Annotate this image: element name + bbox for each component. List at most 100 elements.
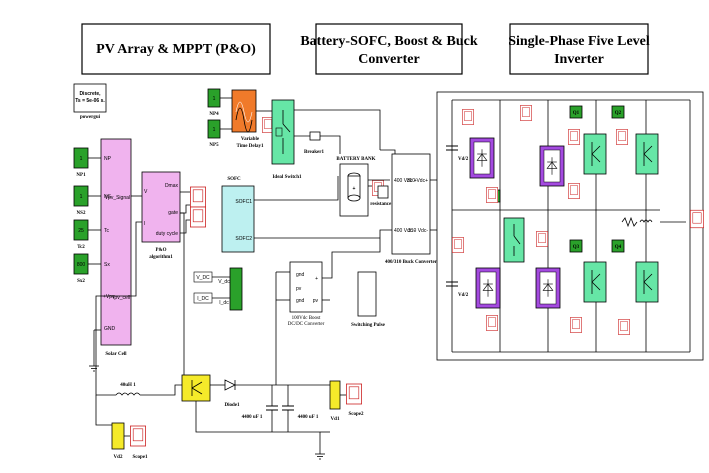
solar-cell-block[interactable]: NP NS Tc Sx +Vpv GND Vpv_Signal Ipv_cell… [100,138,132,357]
svg-text:NP5: NP5 [209,143,219,148]
svg-text:800: 800 [77,262,86,268]
po-algorithm-block[interactable]: V I Dmax gate duty cycle P&O algorithm1 [141,171,181,260]
diode-block-top-left[interactable] [469,137,495,179]
scope-icon[interactable] [190,206,206,228]
sofc-title: SOFC [227,177,241,182]
resistance-block[interactable]: resistance1 [370,185,394,207]
boost-switch-block[interactable] [181,374,211,402]
svg-text:Ideal Switch1: Ideal Switch1 [272,175,302,180]
scope-icon[interactable] [618,319,630,335]
capacitor-1[interactable]: 4400 uF 1 [242,385,278,432]
ideal-switch-block[interactable]: Ideal Switch1 [271,99,302,180]
scope1[interactable]: Scope1 [130,425,149,460]
svg-text:Sx: Sx [104,262,110,268]
constant-ns2[interactable]: 1 NS2 [73,185,89,216]
svg-text:algorithm1: algorithm1 [149,255,173,260]
battery-bank-block[interactable]: + [339,163,369,217]
scope-icon[interactable] [486,187,498,203]
igbt-q2[interactable] [635,133,659,175]
scope-icon[interactable] [520,105,532,121]
i-dc-goto[interactable]: I_DC [193,292,213,304]
svg-text:I_dc: I_dc [219,300,229,306]
switch-q2-gate[interactable]: Q2 [611,105,625,119]
pv-title: PV Array & MPPT (P&O) [96,42,256,57]
constant-np1[interactable]: 1 NP1 [73,147,89,178]
svg-text:V_DC: V_DC [196,275,210,281]
capacitor-2[interactable]: 4400 uF 1 [282,385,319,432]
diode-block-bottom-right[interactable] [535,267,561,309]
switch-q1-gate[interactable]: Q1 [569,105,583,119]
switch-q5-block[interactable] [503,217,525,263]
boost-converter-block[interactable]: gnd pv + gnd pv 100Vdc Boost DC/DC Conve… [288,261,325,327]
svg-text:1: 1 [213,96,216,102]
constant-np4[interactable]: 1 NP4 [207,88,221,117]
svg-text:Vd/2: Vd/2 [458,157,469,162]
svg-text:+Vpv: +Vpv [103,294,115,300]
scope2[interactable]: Scope2 [346,383,365,417]
diode-block-top-right[interactable] [539,145,565,187]
powergui-line2: Ts = 5e-06 s. [75,98,105,104]
inverter-title-box: Single-Phase Five Level Inverter [508,23,650,75]
scope-icon[interactable] [568,183,580,199]
svg-text:1: 1 [213,127,216,133]
svg-text:NP4: NP4 [209,112,219,117]
svg-text:NS2: NS2 [77,211,86,216]
inductor-40uh[interactable]: 40uH 1 [115,383,141,396]
igbt-q3[interactable] [583,261,607,303]
svg-text:40uH 1: 40uH 1 [120,383,136,388]
svg-text:+: + [353,186,356,192]
svg-text:duty cycle: duty cycle [156,231,178,237]
svg-text:310 Vdc+: 310 Vdc+ [407,178,428,184]
buck-converter-block[interactable]: 400 Vdc + 310 Vdc+ 400 Vdc - 310 Vdc- 40… [385,153,438,265]
vd2-block[interactable]: Vd2 [111,422,125,460]
ground-icon [88,362,100,372]
vdc-mux-block[interactable]: V_dc I_dc [218,267,243,311]
scope-icon[interactable] [570,317,582,333]
switching-pulse-block[interactable]: Switching Pulse [351,271,386,328]
diode-block-bottom-left[interactable] [475,267,501,309]
v-dc-goto[interactable]: V_DC [193,271,213,283]
diode-icon: Diode1 [225,379,240,408]
svg-text:100Vdc Boost: 100Vdc Boost [292,316,321,321]
constant-np5[interactable]: 1 NP5 [207,119,221,148]
variable-time-delay-block[interactable]: Variable Time Delay1 [231,89,264,149]
svg-text:resistance1: resistance1 [370,202,394,207]
svg-text:SOFC1: SOFC1 [235,199,252,205]
scope-icon[interactable] [486,315,498,331]
svg-text:Ipv_cell: Ipv_cell [113,295,130,301]
scope-icon[interactable] [190,186,206,208]
svg-text:NP: NP [104,156,112,162]
svg-text:pv: pv [296,286,302,292]
powergui-block[interactable]: Discrete, Ts = 5e-06 s. powergui [73,83,107,120]
svg-text:NP1: NP1 [76,173,86,178]
svg-text:Scope2: Scope2 [349,412,365,417]
vd2-bottom-source[interactable]: Vd/2 [446,281,469,298]
igbt-q4[interactable] [635,261,659,303]
svg-text:Vpv_Signal: Vpv_Signal [105,195,130,201]
svg-text:400 Vdc -: 400 Vdc - [394,228,416,234]
switch-q4-gate[interactable]: Q4 [611,239,625,253]
scope-icon[interactable] [452,237,464,253]
scope-icon[interactable] [536,231,548,247]
vd1-block[interactable]: Vd1 [329,380,341,422]
constant-tc2[interactable]: 25 Tc2 [73,219,89,250]
constant-sx2[interactable]: 800 Sx2 [73,253,89,284]
svg-text:Tc: Tc [104,228,110,234]
switch-q3-gate[interactable]: Q3 [569,239,583,253]
scope-icon[interactable] [568,129,580,145]
breaker-block[interactable]: Breaker1 [304,131,324,155]
vd2-top-source[interactable]: Vd/2 [446,145,469,162]
svg-text:Scope1: Scope1 [133,455,149,460]
svg-text:Time Delay1: Time Delay1 [237,144,264,149]
scope-icon[interactable] [616,129,628,145]
svg-text:Tc2: Tc2 [77,245,85,250]
scope-icon[interactable] [462,109,474,125]
load-rl[interactable] [621,216,653,228]
scope-icon[interactable] [690,209,704,229]
svg-text:Dmax: Dmax [165,183,179,189]
svg-text:Breaker1: Breaker1 [304,150,324,155]
sofc-block[interactable]: SOFC1 SOFC2 [221,185,255,253]
svg-text:gnd: gnd [296,298,305,304]
igbt-q1[interactable] [583,133,607,175]
